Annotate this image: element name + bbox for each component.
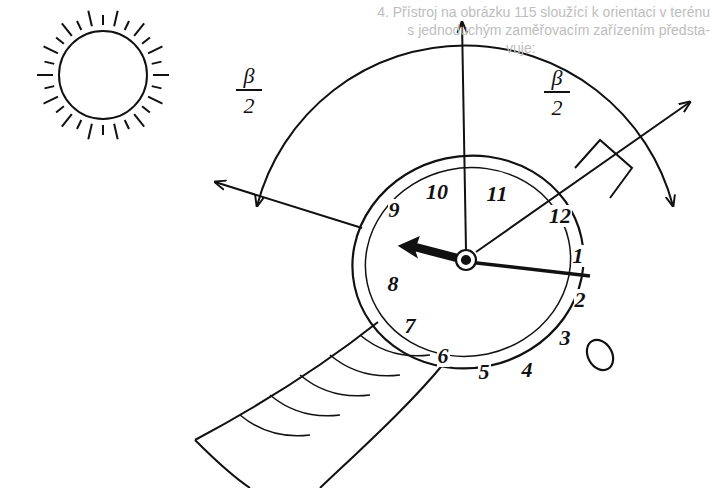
faded-text: 4. Přístroj na obrázku 115 sloužící k or…	[377, 4, 710, 21]
dial-number: 2	[574, 289, 587, 311]
faded-text: vuje:	[506, 40, 536, 57]
strap-edge	[320, 362, 445, 488]
sun-ray	[88, 11, 92, 27]
sun-ray	[77, 21, 81, 30]
fraction-bar	[544, 91, 570, 93]
sun-ray	[62, 23, 72, 36]
dial-number: 12	[548, 205, 572, 227]
twelve-direction-arrow	[476, 102, 690, 252]
angle-label: β	[552, 67, 563, 89]
strap-link	[240, 415, 310, 436]
sun-ray	[114, 11, 118, 27]
hour-hand	[400, 238, 462, 262]
strap-edge	[195, 322, 378, 440]
strap-link	[270, 395, 340, 416]
sun-ray	[44, 97, 58, 104]
dial-number: 4	[521, 359, 534, 381]
strap-link	[300, 375, 370, 396]
angle-label: 2	[244, 95, 255, 117]
strap-link	[360, 335, 430, 356]
fraction-bar	[236, 89, 262, 91]
strap-link	[330, 355, 400, 376]
sun-ray	[56, 106, 64, 112]
dial-number: 5	[478, 361, 491, 383]
sun-ray	[148, 46, 162, 53]
angle-arc	[257, 45, 673, 206]
watch-crown	[582, 335, 619, 375]
watch-case	[332, 134, 618, 390]
sun-ray	[134, 23, 144, 36]
sun-ray	[37, 74, 53, 76]
sun-ray	[142, 38, 150, 44]
sun-ray	[77, 120, 81, 129]
sun-direction-arrow	[215, 182, 362, 228]
sun-disc	[59, 31, 147, 119]
angle-label: 2	[552, 97, 563, 119]
dial-number: 9	[388, 199, 401, 221]
sun-ray	[45, 86, 55, 88]
direction-arrows	[215, 22, 690, 252]
sun-ray	[45, 62, 55, 64]
sun-ray	[148, 97, 162, 104]
sun-ray	[125, 21, 129, 30]
dial-number: 1	[572, 245, 585, 267]
strap-edge	[195, 440, 250, 488]
dial-number: 3	[559, 327, 572, 349]
watch-dial	[348, 149, 589, 376]
hand-hub	[456, 250, 476, 270]
sun-ray	[62, 114, 72, 127]
dial-number: 6	[437, 345, 450, 367]
angle-label: β	[244, 65, 255, 87]
sun-ray	[125, 120, 129, 129]
south-arrow	[462, 22, 466, 250]
sun-ray	[56, 38, 64, 44]
sun-ray	[152, 62, 162, 64]
faded-text: s jednoduchým zaměřovacím zařízením před…	[407, 22, 710, 39]
sun-ray	[153, 74, 169, 76]
sun-ray	[152, 86, 162, 88]
sun-symbol	[37, 11, 169, 140]
sun-ray	[88, 124, 92, 140]
dial-number: 8	[387, 273, 400, 295]
sun-ray	[114, 124, 118, 140]
sun-ray	[102, 125, 104, 135]
sun-ray	[142, 106, 150, 112]
dial-number: 7	[404, 315, 417, 337]
dial-number: 11	[486, 183, 509, 205]
watch-bezel	[332, 134, 603, 390]
hand-pin	[462, 256, 470, 264]
sun-ray	[102, 15, 104, 25]
sun-ray	[134, 114, 144, 127]
dial-number: 10	[425, 181, 449, 203]
sun-ray	[44, 46, 58, 53]
